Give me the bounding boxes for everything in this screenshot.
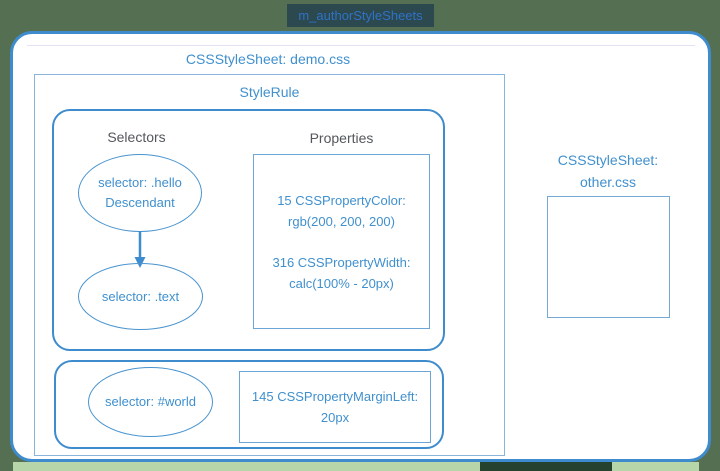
style-rule-group-2: selector: #world 145 CSSPropertyMarginLe…: [54, 360, 444, 449]
author-stylesheets-container: CSSStyleSheet: demo.css StyleRule Select…: [10, 31, 711, 462]
selector-world-label: selector: #world: [104, 394, 197, 409]
property-color: 15 CSSPropertyColor: rgb(200, 200, 200): [277, 190, 406, 232]
property-width: 316 CSSPropertyWidth: calc(100% - 20px): [272, 252, 410, 294]
property-width-value: calc(100% - 20px): [289, 275, 394, 291]
selector-text-ellipse: selector: .text: [78, 263, 203, 330]
diagram-title: m_authorStyleSheets: [298, 8, 423, 23]
bottom-dark-block: [480, 462, 612, 471]
diagram-title-highlight: m_authorStyleSheets: [287, 4, 434, 27]
demo-stylesheet-label: CSSStyleSheet: demo.css: [185, 51, 351, 67]
property-color-value: rgb(200, 200, 200): [288, 213, 395, 229]
property-width-name: 316 CSSPropertyWidth:: [272, 254, 411, 270]
properties-box: 15 CSSPropertyColor: rgb(200, 200, 200) …: [253, 154, 430, 329]
selector-hello-ellipse: selector: .hello Descendant: [78, 154, 202, 232]
selector-text-label: selector: .text: [101, 288, 180, 304]
other-stylesheet-label-line2: other.css: [579, 174, 637, 190]
bottom-strip: [13, 462, 699, 471]
selectors-header: Selectors: [107, 129, 166, 145]
property-margin-left-box: 145 CSSPropertyMarginLeft: 20px: [239, 371, 431, 443]
other-stylesheet-label-line1: CSSStyleSheet:: [557, 152, 659, 168]
property-margin-left-value: 20px: [320, 410, 350, 425]
other-stylesheet-box: [547, 196, 670, 318]
property-color-name: 15 CSSPropertyColor:: [277, 192, 406, 208]
style-rule-label: StyleRule: [239, 84, 300, 100]
properties-header: Properties: [309, 130, 374, 146]
selector-hello-line1: selector: .hello: [98, 175, 182, 190]
arrow-down-icon: [134, 231, 146, 268]
other-stylesheet-label: CSSStyleSheet: other.css: [513, 149, 703, 193]
faint-divider-line: [27, 45, 695, 46]
demo-stylesheet-box: StyleRule Selectors Properties selector:…: [34, 74, 505, 456]
selector-world-ellipse: selector: #world: [88, 367, 213, 437]
property-margin-left-name: 145 CSSPropertyMarginLeft:: [251, 389, 419, 404]
selector-hello-line2: Descendant: [105, 195, 175, 210]
style-rule-group-1: Selectors Properties selector: .hello De…: [52, 109, 445, 351]
